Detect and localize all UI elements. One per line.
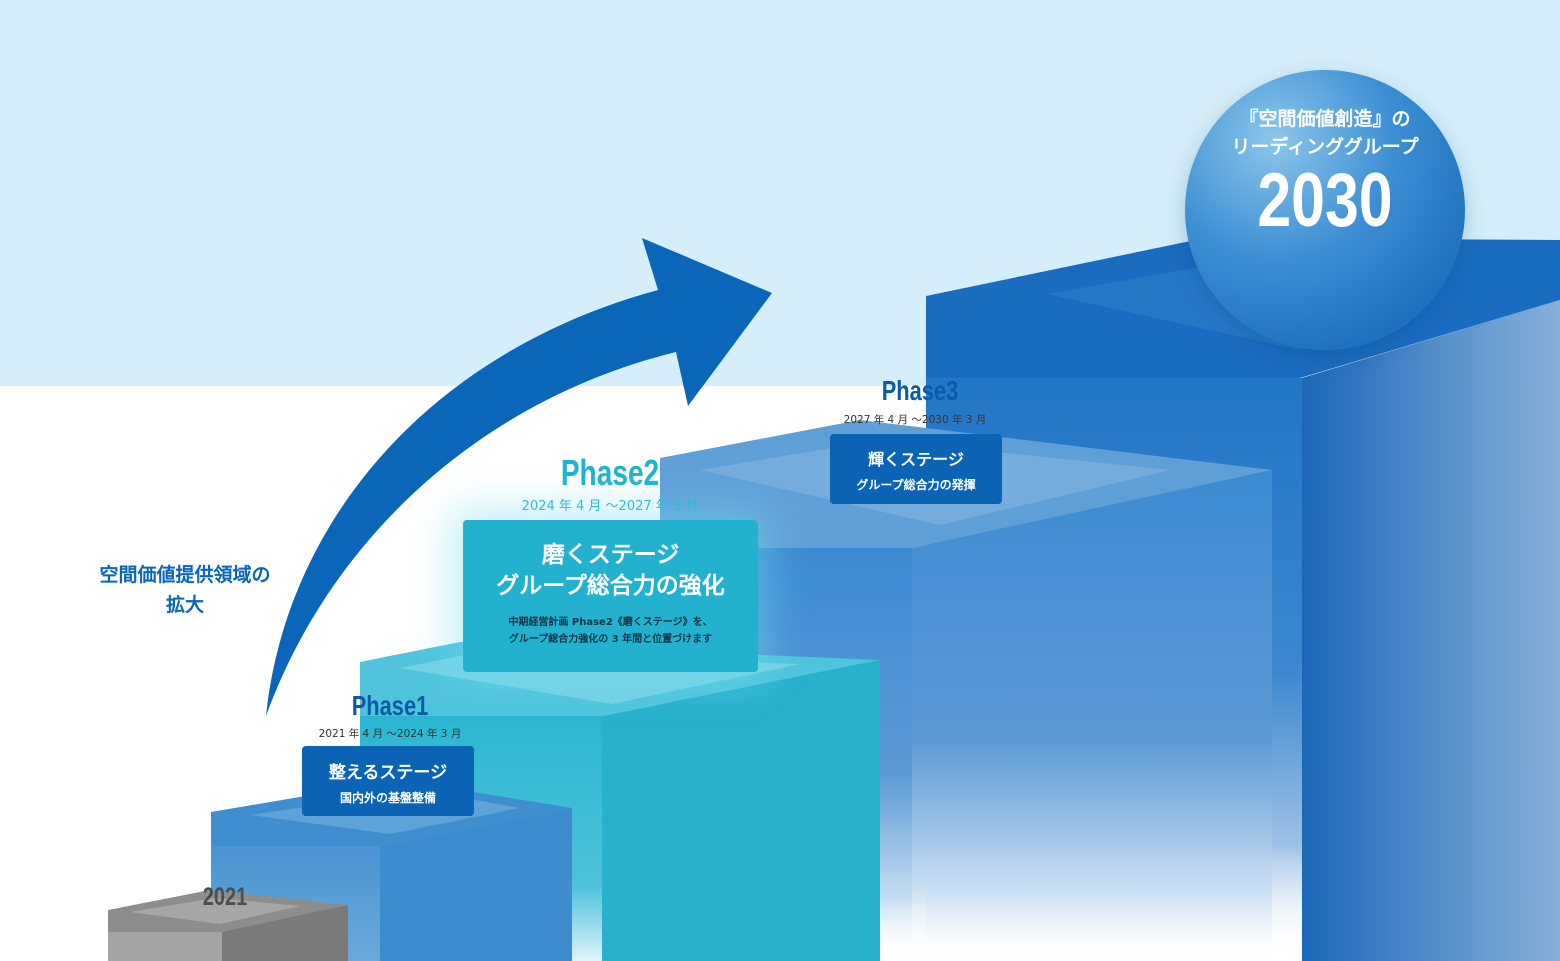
phase3-stage: 輝くステージ <box>868 450 964 469</box>
phase2-subtitle: グループ総合力の強化 <box>496 573 725 600</box>
phase3-title: Phase3 <box>881 375 959 406</box>
phase3-subtitle: グループ総合力の発揮 <box>856 478 976 492</box>
phase1-box: 整えるステージ 国内外の基盤整備 <box>302 746 474 816</box>
phase1-stage: 整えるステージ <box>328 763 448 783</box>
phase2-stage: 磨くステージ <box>541 542 680 568</box>
phase3-period: 2027 年 4 月 ～2030 年 3 月 <box>843 414 987 426</box>
phase1-period: 2021 年 4 月 ～2024 年 3 月 <box>318 728 462 740</box>
goal-line2: リーディンググループ <box>1231 135 1419 158</box>
phase1-subtitle: 国内外の基盤整備 <box>339 791 436 805</box>
phase3-box: 輝くステージ グループ総合力の発揮 <box>830 434 1002 504</box>
expansion-label: 空間価値提供領域の 拡大 <box>99 564 271 617</box>
goal-year: 2030 <box>1257 158 1393 244</box>
phase2-title: Phase2 <box>560 452 660 493</box>
year-2021-step <box>108 890 348 961</box>
goal-circle: 『空間価値創造』の リーディンググループ 2030 <box>1185 70 1465 350</box>
goal-line1: 『空間価値創造』の <box>1239 108 1411 130</box>
phase2-note: 中期経営計画 Phase2《磨くステージ》を、 グループ総合力強化の 3 年間と… <box>508 617 713 646</box>
phase2-box: 磨くステージ グループ総合力の強化 中期経営計画 Phase2《磨くステージ》を… <box>463 520 758 672</box>
growth-arrow <box>266 238 772 716</box>
start-year-label: 2021 <box>202 883 248 911</box>
phase2-period: 2024 年 4 月 ～2027 年 3 月 <box>521 499 699 514</box>
phase1-title: Phase1 <box>351 690 429 721</box>
